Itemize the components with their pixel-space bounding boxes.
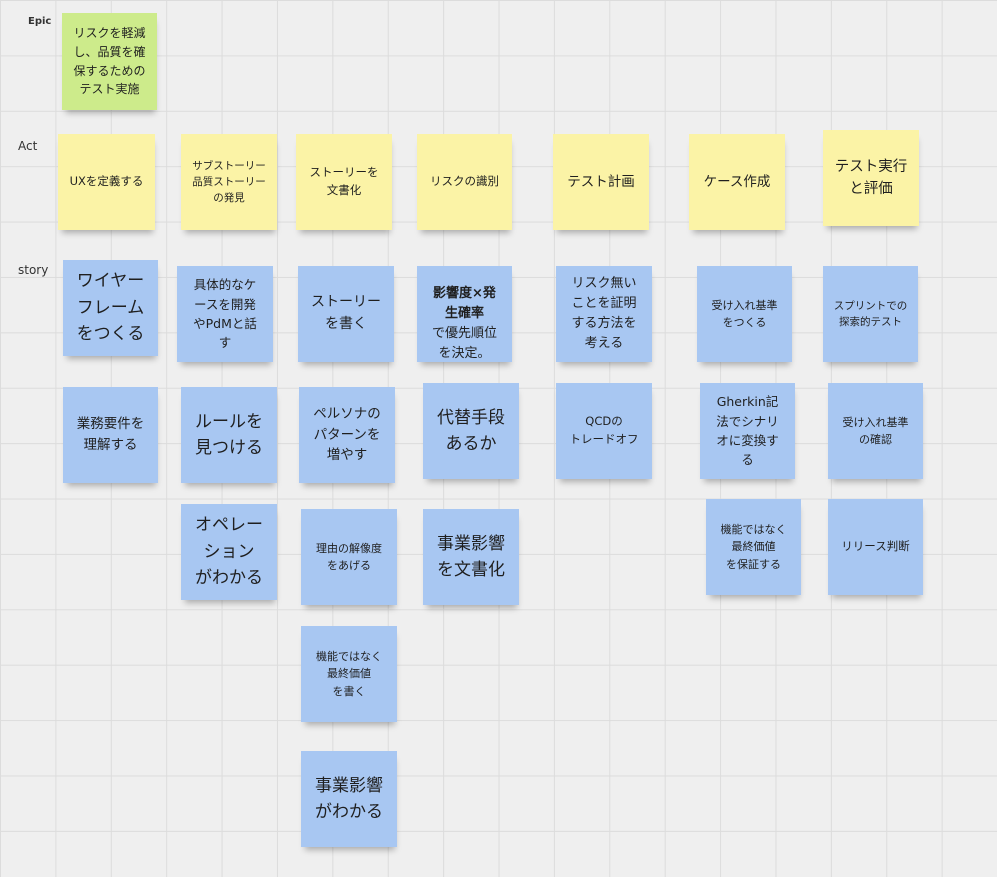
act-sticky-note[interactable]: ストーリーを 文書化: [296, 134, 392, 230]
story-text-rest: で優先順位 を決定。: [431, 326, 497, 362]
act-sticky-note[interactable]: リスクの識別: [417, 134, 512, 230]
act-sticky-note[interactable]: UXを定義する: [58, 134, 155, 230]
story-text: ペルソナの パターンを 増やす: [313, 405, 381, 464]
story-text: Gherkin記 法でシナリ オに変換す る: [716, 394, 779, 468]
story-sticky-note[interactable]: ペルソナの パターンを 増やす: [299, 387, 395, 483]
act-text: サブストーリー 品質ストーリー の発見: [192, 159, 266, 205]
story-text: 機能ではなく 最終価値 を書く: [316, 650, 382, 698]
act-text: ストーリーを 文書化: [309, 165, 379, 197]
story-text: 受け入れ基準 の確認: [842, 415, 909, 446]
story-sticky-note[interactable]: リリース判断: [828, 499, 923, 595]
story-text: QCDの トレードオフ: [569, 414, 639, 446]
story-sticky-note[interactable]: QCDの トレードオフ: [556, 383, 652, 479]
act-sticky-note[interactable]: テスト実行 と評価: [823, 130, 919, 226]
epic-sticky-note[interactable]: リスクを軽減 し、品質を確 保するための テスト実施: [62, 13, 157, 110]
story-sticky-note[interactable]: ストーリー を書く: [298, 266, 394, 362]
story-text: 理由の解像度 をあげる: [316, 541, 382, 572]
story-text: 受け入れ基準 をつくる: [711, 298, 778, 329]
story-text: 事業影響 がわかる: [315, 775, 383, 822]
epic-text: リスクを軽減 し、品質を確 保するための テスト実施: [73, 26, 146, 97]
story-text: スプリントでの 探索的テスト: [833, 299, 908, 328]
act-text: テスト計画: [567, 173, 635, 190]
story-sticky-note[interactable]: 機能ではなく 最終価値 を書く: [301, 626, 397, 722]
story-text: リスク無い ことを証明 する方法を 考える: [571, 275, 637, 352]
story-sticky-note[interactable]: 事業影響 を文書化: [423, 509, 519, 605]
story-text: ストーリー を書く: [311, 294, 381, 332]
row-label-act: Act: [18, 139, 38, 153]
story-sticky-note[interactable]: 具体的なケ ースを開発 やPdMと話 す: [177, 266, 273, 362]
act-text: UXを定義する: [69, 174, 144, 189]
act-sticky-note[interactable]: サブストーリー 品質ストーリー の発見: [181, 134, 277, 230]
story-sticky-note[interactable]: 機能ではなく 最終価値 を保証する: [706, 499, 801, 595]
story-sticky-note[interactable]: 業務要件を 理解する: [63, 387, 158, 483]
story-text: リリース判断: [841, 539, 910, 554]
story-bold-text: 影響度×発 生確率: [433, 285, 496, 321]
story-text: ワイヤー フレーム をつくる: [76, 271, 145, 345]
story-sticky-note[interactable]: スプリントでの 探索的テスト: [823, 266, 918, 362]
story-text: 代替手段 あるか: [437, 407, 505, 454]
story-text: ルールを 見つける: [195, 411, 263, 458]
story-sticky-note[interactable]: 代替手段 あるか: [423, 383, 519, 479]
story-sticky-note[interactable]: Gherkin記 法でシナリ オに変換す る: [700, 383, 795, 479]
story-sticky-note[interactable]: ルールを 見つける: [181, 387, 277, 483]
act-text: ケース作成: [703, 173, 771, 190]
story-text: 業務要件を 理解する: [76, 416, 145, 453]
story-sticky-note[interactable]: 受け入れ基準 の確認: [828, 383, 923, 479]
story-text: 事業影響 を文書化: [437, 533, 505, 580]
act-text: リスクの識別: [430, 174, 499, 189]
story-text: 影響度×発 生確率 で優先順位 を決定。: [432, 266, 497, 362]
story-text: 具体的なケ ースを開発 やPdMと話 す: [193, 277, 257, 351]
story-sticky-note[interactable]: 受け入れ基準 をつくる: [697, 266, 792, 362]
act-text: テスト実行 と評価: [834, 158, 908, 197]
story-sticky-note[interactable]: 理由の解像度 をあげる: [301, 509, 397, 605]
act-sticky-note[interactable]: テスト計画: [553, 134, 649, 230]
story-sticky-note[interactable]: 影響度×発 生確率 で優先順位 を決定。: [417, 266, 512, 362]
story-sticky-note[interactable]: リスク無い ことを証明 する方法を 考える: [556, 266, 652, 362]
story-sticky-note[interactable]: オペレー ション がわかる: [181, 504, 277, 600]
story-sticky-note[interactable]: ワイヤー フレーム をつくる: [63, 260, 158, 356]
story-sticky-note[interactable]: 事業影響 がわかる: [301, 751, 397, 847]
row-label-epic: Epic: [28, 16, 52, 27]
act-sticky-note[interactable]: ケース作成: [689, 134, 785, 230]
story-text: 機能ではなく 最終価値 を保証する: [720, 523, 787, 571]
story-text: オペレー ション がわかる: [195, 515, 263, 589]
row-label-story: story: [18, 263, 49, 277]
